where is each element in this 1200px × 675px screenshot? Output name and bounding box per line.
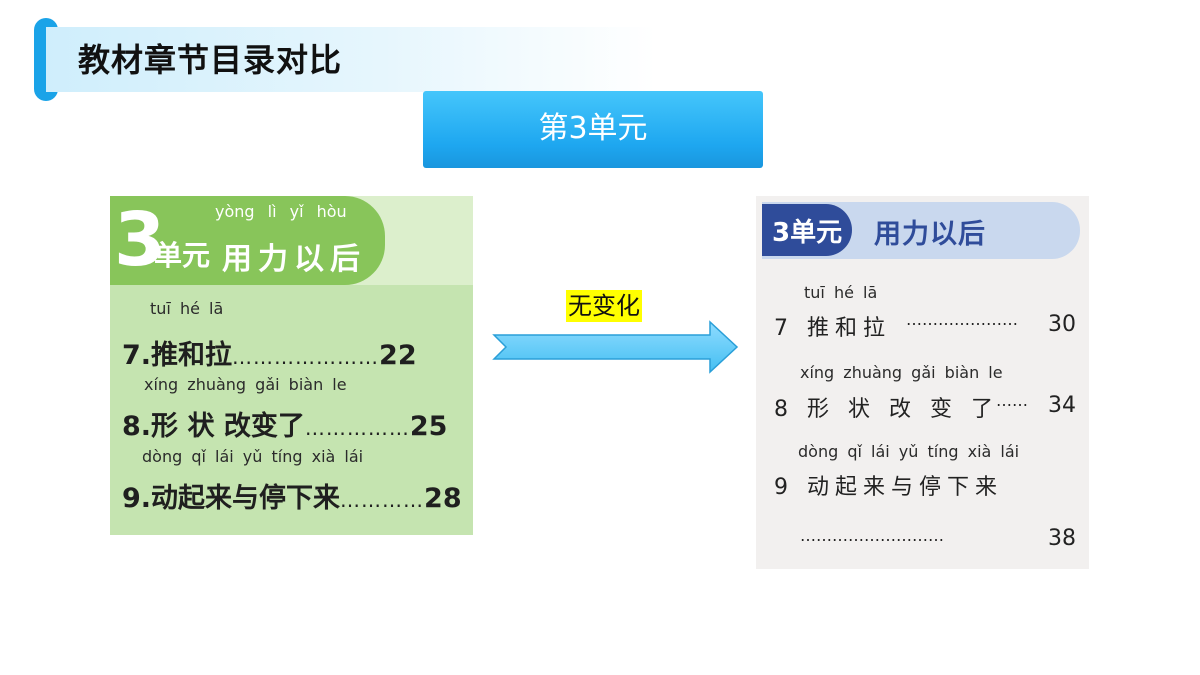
old-lesson: 8.形 状 改变了……………25 — [122, 404, 447, 443]
new-unit-label: 3单元 — [772, 218, 843, 248]
unit-banner-label: 第3单元 — [538, 111, 648, 146]
old-lesson-dots: …………… — [304, 416, 410, 440]
new-unit-pill — [762, 204, 852, 256]
new-lesson-dots: …… — [996, 391, 1028, 410]
new-lesson-pinyin: xíng zhuàng gǎi biàn le — [800, 363, 1003, 382]
old-textbook-toc: 3 yòng lì yǐ hòu 单元 用力以后 tuī hé lā 7.推和拉… — [110, 196, 473, 535]
old-unit-title: 用力以后 — [222, 242, 366, 277]
new-lesson-pinyin: dòng qǐ lái yǔ tíng xià lái — [798, 442, 1020, 461]
new-lesson-text: 7 推和拉 — [774, 316, 891, 341]
new-lesson: 7 推和拉 — [774, 310, 891, 342]
new-lesson-page: 30 — [1048, 312, 1076, 337]
new-lesson: 8 形 状 改 变 了 — [774, 391, 999, 423]
new-lesson-dots: ……………………… — [800, 526, 944, 545]
old-lesson-dots: ………… — [340, 488, 425, 512]
old-title-pinyin: yòng lì yǐ hòu — [215, 202, 347, 221]
old-header — [110, 196, 385, 285]
no-change-note: 无变化 — [566, 290, 642, 322]
old-lesson-pinyin: tuī hé lā — [150, 299, 224, 318]
title-band — [46, 27, 656, 92]
new-lesson-text: 8 形 状 改 变 了 — [774, 397, 999, 422]
old-lesson: 7.推和拉…………………22 — [122, 333, 417, 372]
old-lesson-pinyin: xíng zhuàng gǎi biàn le — [144, 375, 347, 394]
old-lesson-page: 28 — [424, 483, 462, 514]
new-lesson-dots: ………………… — [906, 310, 1018, 329]
unit-banner: 第3单元 — [423, 91, 763, 168]
old-lesson-page: 22 — [379, 340, 417, 371]
new-lesson-text: 9 动起来与停下来 — [774, 475, 1003, 500]
new-lesson-pinyin: tuī hé lā — [804, 283, 878, 302]
old-lesson: 9.动起来与停下来…………28 — [122, 476, 462, 515]
old-lesson-page: 25 — [409, 411, 448, 442]
old-lesson-text: 7.推和拉 — [122, 340, 233, 371]
new-textbook-toc: 3单元 用力以后 tuī hé lā 7 推和拉 ………………… 30 xíng… — [756, 196, 1089, 569]
old-lesson-text: 8.形 状 改变了 — [122, 411, 305, 442]
old-unit-number: 3 — [114, 197, 166, 283]
new-lesson: 9 动起来与停下来 — [774, 469, 1003, 501]
new-lesson-page: 34 — [1048, 393, 1076, 418]
page-title: 教材章节目录对比 — [78, 41, 343, 79]
right-arrow-icon — [492, 320, 739, 374]
old-lesson-pinyin: dòng qǐ lái yǔ tíng xià lái — [142, 447, 364, 466]
old-lesson-dots: ………………… — [232, 345, 380, 369]
old-unit-label: 单元 — [154, 239, 211, 272]
new-unit-title: 用力以后 — [874, 219, 986, 250]
old-lesson-text: 9.动起来与停下来 — [122, 483, 341, 514]
new-lesson-page: 38 — [1048, 526, 1076, 551]
